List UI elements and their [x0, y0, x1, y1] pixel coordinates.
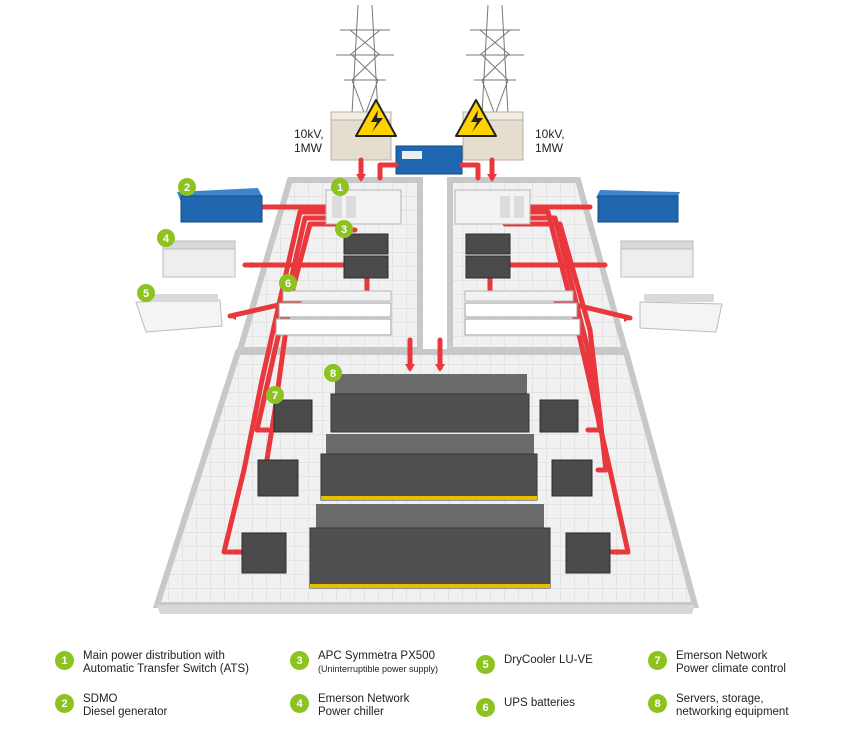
callout-2: 2: [178, 178, 196, 196]
power-label-right: 10kV, 1MW: [535, 127, 565, 155]
svg-text:7: 7: [272, 390, 278, 402]
legend-label: UPS batteries: [504, 697, 575, 709]
callout-3: 3: [335, 220, 353, 238]
ups-batteries-right: [464, 290, 581, 336]
legend-label: Emerson Network: [676, 650, 768, 662]
svg-text:8: 8: [330, 368, 336, 380]
ups-unit-right: [465, 233, 511, 279]
svg-text:1: 1: [337, 182, 343, 194]
chiller-right: [620, 240, 694, 278]
chiller-left: [162, 240, 236, 278]
legend-badge: 6: [476, 698, 495, 717]
drycooler-right: [639, 294, 723, 333]
power-label-left-power: 1MW: [294, 141, 322, 155]
diesel-generator-right: [596, 190, 680, 223]
ups-batteries-left: [275, 290, 392, 336]
callout-1: 1: [331, 178, 349, 196]
legend-label: Power climate control: [676, 663, 786, 675]
legend-sublabel: (Uninterruptible power supply): [318, 664, 439, 674]
climate-unit-right: [539, 399, 611, 574]
legend-badge: 3: [290, 651, 309, 670]
legend-label: Power chiller: [318, 706, 384, 718]
legend-badge: 5: [476, 655, 495, 674]
drycooler-left: [135, 294, 223, 333]
diesel-generator-left: [177, 188, 263, 223]
server-rack-row: [309, 504, 551, 589]
center-generator: [395, 145, 463, 175]
warning-icon: [455, 99, 497, 137]
server-rack-row: [320, 434, 538, 501]
ats-cabinet-right: [454, 189, 531, 225]
svg-text:5: 5: [143, 288, 149, 300]
callout-4: 4: [157, 229, 175, 247]
legend-label: Diesel generator: [83, 706, 168, 718]
climate-unit-left: [241, 399, 313, 574]
legend-badge: 7: [648, 651, 667, 670]
legend-item-3: 3 APC Symmetra PX500 (Uninterruptible pow…: [290, 650, 438, 676]
legend-item-8: 8 Servers, storage,networking equipment: [648, 693, 789, 719]
svg-text:2: 2: [184, 182, 190, 194]
callout-7: 7: [266, 386, 284, 404]
legend-label: Servers, storage,: [676, 693, 764, 705]
cable-arrowheads: [228, 174, 632, 555]
power-label-right-voltage: 10kV,: [535, 127, 565, 141]
datacenter-diagram: 1 2 3 4 5 6 7 8: [135, 4, 723, 614]
svg-text:6: 6: [285, 278, 291, 290]
svg-text:3: 3: [341, 224, 347, 236]
legend-badge: 8: [648, 694, 667, 713]
callouts: 1 2 3 4 5 6 7 8: [137, 178, 353, 404]
legend-label: Emerson Network: [318, 693, 410, 705]
power-label-right-power: 1MW: [535, 141, 563, 155]
ups-unit-left: [343, 233, 389, 279]
power-label-left: 10kV, 1MW: [294, 127, 324, 155]
legend-item-6: 6 UPS batteries: [476, 697, 575, 717]
legend-label: networking equipment: [676, 706, 789, 718]
legend-label: Main power distribution with: [83, 650, 225, 662]
power-label-left-voltage: 10kV,: [294, 127, 324, 141]
legend-label: APC Symmetra PX500: [318, 650, 435, 662]
callout-6: 6: [279, 274, 297, 292]
callout-8: 8: [324, 364, 342, 382]
legend-badge: 4: [290, 694, 309, 713]
legend-label: DryCooler LU-VE: [504, 654, 593, 666]
legend-label: SDMO: [83, 693, 118, 705]
legend-badge: 2: [55, 694, 74, 713]
warning-icon: [355, 99, 397, 137]
legend-badge: 1: [55, 651, 74, 670]
legend-label: Automatic Transfer Switch (ATS): [83, 663, 249, 675]
legend-item-5: 5 DryCooler LU-VE: [476, 654, 593, 674]
svg-text:4: 4: [163, 233, 170, 245]
callout-5: 5: [137, 284, 155, 302]
server-rack-row: [330, 374, 530, 433]
